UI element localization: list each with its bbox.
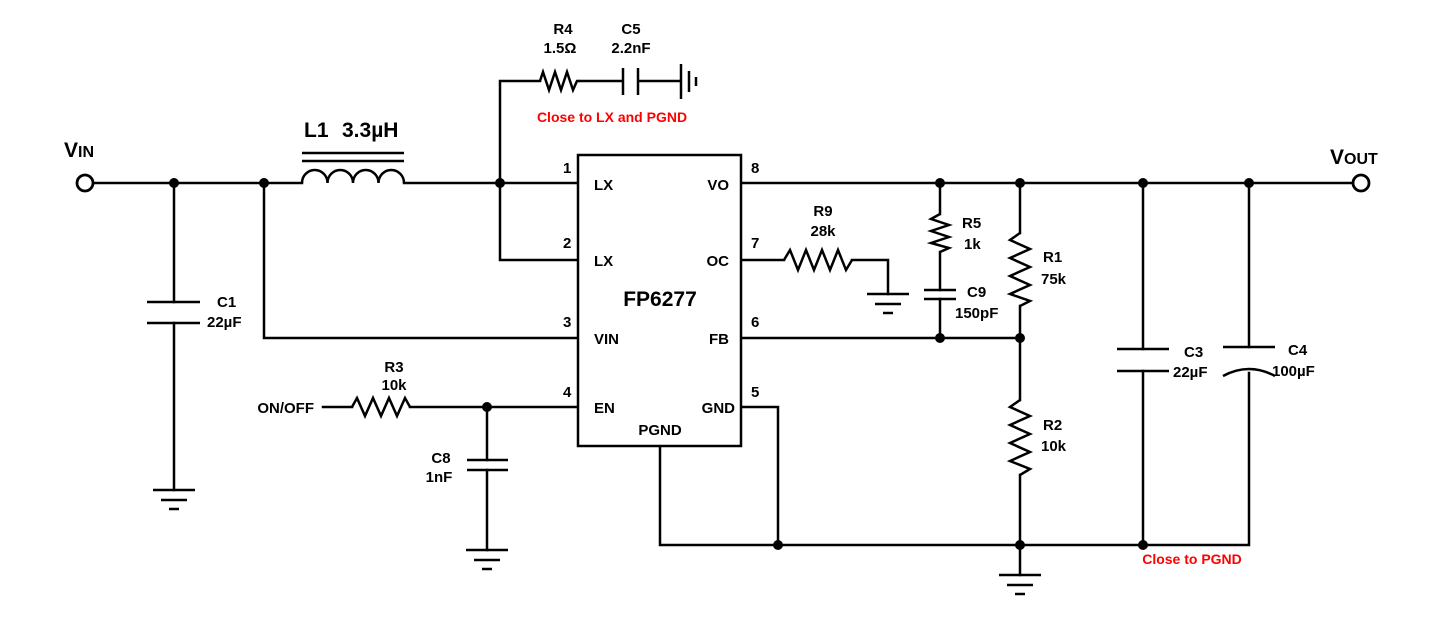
r4-ref: R4 [553,21,573,38]
r9-value: 28k [810,223,836,240]
c8-ref: C8 [431,450,450,467]
r2-value: 10k [1041,438,1067,455]
r9-ref: R9 [813,203,832,220]
resistor-r3: R3 10k [350,359,412,420]
ground-r9-icon [867,292,909,315]
pin-6-number: 6 [751,314,759,331]
r5-value: 1k [964,236,981,253]
r2-ref: R2 [1043,417,1062,434]
c4-value: 100µF [1272,363,1315,380]
c3-ref: C3 [1184,344,1203,361]
l1-ref: L1 [304,119,329,142]
c5-value: 2.2nF [611,40,650,57]
capacitor-c3: C3 22µF [1117,344,1208,381]
c1-value: 22µF [207,314,242,331]
r4-value: 1.5Ω [544,40,577,57]
pin-3-name: VIN [594,331,619,348]
inductor-l1: L1 3.3µH [300,119,406,184]
r1-ref: R1 [1043,249,1062,266]
pin-5-name: GND [702,400,736,417]
c8-value: 1nF [426,469,453,486]
capacitor-c9: C9 150pF [924,284,998,322]
pin-1-number: 1 [563,160,571,177]
pin-6-name: FB [709,331,729,348]
pin-8-name: VO [707,177,729,194]
capacitor-c1: C1 22µF [147,294,242,331]
output-placement-note: Close to PGND [1142,551,1242,567]
capacitor-c8: C8 1nF [426,450,508,486]
ground-output-icon [999,573,1041,596]
r3-ref: R3 [384,359,403,376]
resistor-r2: R2 10k [1006,398,1067,477]
junction-dots [169,178,1254,550]
snubber-placement-note: Close to LX and PGND [537,109,687,125]
resistor-r1: R1 75k [1006,231,1067,308]
r5-ref: R5 [962,215,981,232]
pin-3-number: 3 [563,314,571,331]
r3-value: 10k [381,377,407,394]
capacitor-c4: C4 100µF [1222,342,1315,380]
pin-4-name: EN [594,400,615,417]
vin-terminal [75,173,95,193]
pin-2-number: 2 [563,235,571,252]
ground-c8-icon [466,548,508,571]
pin-1-name: LX [594,177,613,194]
pin-7-number: 7 [751,235,759,252]
resistor-r9: R9 28k [782,203,854,274]
resistor-r5: R5 1k [926,212,981,254]
l1-value: 3.3µH [342,119,398,142]
ground-snubber-icon [679,64,698,99]
capacitor-c5: C5 2.2nF [611,21,651,95]
c1-ref: C1 [217,294,236,311]
pin-5-number: 5 [751,384,759,401]
vin-label: VIN [64,139,94,162]
pin-2-name: LX [594,253,613,270]
ic-fp6277: FP6277 1 LX 2 LX 3 VIN 4 EN 5 GND 6 FB 7… [563,153,759,448]
c4-ref: C4 [1288,342,1308,359]
ground-c1-icon [153,488,195,511]
pgnd-pin-name: PGND [638,422,682,439]
r1-value: 75k [1041,271,1067,288]
vout-terminal [1351,173,1371,193]
pin-7-name: OC [707,253,730,270]
enable-signal-label: ON/OFF [257,400,314,417]
ic-name: FP6277 [623,288,697,311]
c9-value: 150pF [955,305,998,322]
c9-ref: C9 [967,284,986,301]
c3-value: 22µF [1173,364,1208,381]
pin-8-number: 8 [751,160,759,177]
pin-4-number: 4 [563,384,572,401]
c5-ref: C5 [621,21,640,38]
vout-label: VOUT [1330,146,1378,169]
resistor-r4: R4 1.5Ω [538,21,580,94]
